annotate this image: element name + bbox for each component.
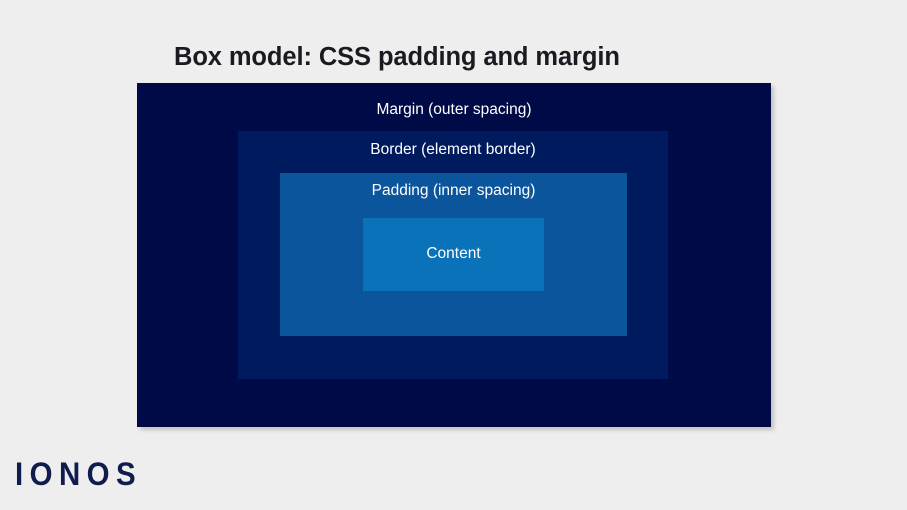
- padding-layer-box: Padding (inner spacing) Content: [280, 173, 627, 336]
- margin-layer-box: Margin (outer spacing) Border (element b…: [137, 83, 771, 427]
- content-layer-box: Content: [363, 218, 544, 291]
- padding-layer-label: Padding (inner spacing): [371, 182, 536, 199]
- ionos-logo: IONOS: [15, 456, 143, 492]
- page-title: Box model: CSS padding and margin: [174, 43, 620, 71]
- margin-layer-label: Margin (outer spacing): [376, 101, 532, 118]
- border-layer-label: Border (element border): [370, 141, 536, 158]
- border-layer-box: Border (element border) Padding (inner s…: [238, 131, 668, 379]
- content-layer-label: Content: [426, 245, 481, 262]
